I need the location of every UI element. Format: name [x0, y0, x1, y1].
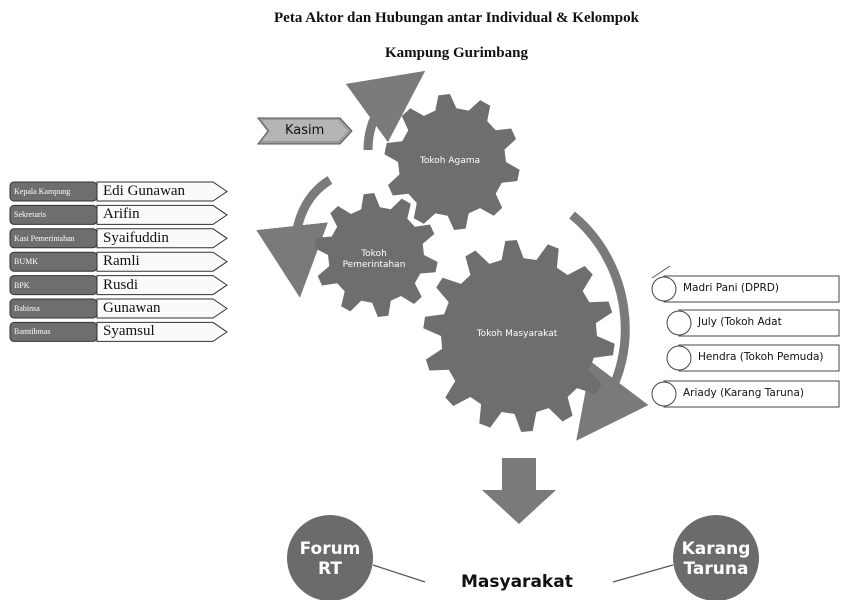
left-value-box [96, 275, 228, 296]
karang-taruna-label: Karang Taruna [681, 539, 751, 579]
right-item-box [663, 380, 840, 408]
right-item-bullet [651, 381, 677, 407]
diagram-title-line2: Kampung Gurimbang [385, 45, 528, 61]
left-value-label: Syamsul [103, 323, 155, 340]
left-value-box [96, 321, 228, 342]
kasim-label: Kasim [285, 123, 325, 138]
left-key-label: Bamtibmas [14, 327, 51, 337]
right-list-lines [651, 265, 671, 279]
gear-tokoh-pemerintahan [314, 193, 438, 317]
curve-arrow-right [569, 211, 649, 441]
right-item-box [678, 344, 840, 372]
right-item-bullet [651, 276, 677, 302]
connector-right [612, 564, 674, 583]
left-key-label: Sekretaris [14, 210, 46, 220]
right-item-bullet [666, 345, 692, 371]
right-item-box [663, 275, 840, 303]
diagram-title-line1: Peta Aktor dan Hubungan antar Individual… [274, 10, 639, 26]
masyarakat-label: Masyarakat [461, 572, 573, 592]
left-value-box [96, 204, 228, 225]
gear-masyarakat-shape [423, 240, 615, 432]
left-key-label: BUMK [14, 257, 39, 267]
left-value-label: Ramli [103, 253, 140, 270]
left-list-boxes [9, 181, 228, 342]
left-key-label: Babinsa [14, 304, 40, 313]
karang-taruna-circle [673, 515, 759, 600]
gear-agama-shape [384, 94, 520, 230]
forum-rt-label: Forum RT [299, 539, 361, 579]
left-value-label: Arifin [103, 206, 140, 223]
left-value-box [96, 228, 228, 249]
left-value-label: Edi Gunawan [103, 183, 186, 199]
left-value-label: Syaifuddin [103, 229, 169, 246]
left-key-label: BPK [14, 280, 30, 290]
gear-tokoh-agama [384, 94, 520, 230]
gear-tokoh-masyarakat [423, 240, 615, 432]
right-item-bullet [666, 310, 692, 336]
right-item-box [678, 309, 840, 337]
curve-arrow-top [345, 70, 426, 151]
kasim-chevron [256, 117, 353, 145]
left-value-box [96, 251, 228, 272]
left-value-box [96, 298, 228, 319]
forum-rt-circle [287, 515, 373, 600]
gear-pemerintahan-shape [314, 193, 438, 317]
connector-left [372, 564, 426, 583]
right-item-label: Hendra (Tokoh Pemuda) [698, 351, 824, 363]
left-key-label: Kasi Pemerintahan [14, 233, 75, 243]
right-item-label: Madri Pani (DPRD) [683, 282, 779, 294]
right-item-label: July (Tokoh Adat [698, 316, 782, 328]
right-item-label: Ariady (Karang Taruna) [683, 387, 804, 399]
gear-label-masyarakat: Tokoh Masyarakat [476, 329, 558, 339]
left-value-label: Rusdi [103, 276, 139, 293]
gear-label-pemerintahan: Tokoh Pemerintahan [342, 249, 406, 270]
curve-arrow-left [256, 176, 333, 298]
right-list-items [651, 275, 840, 408]
left-value-box [96, 181, 228, 202]
left-key-label: Kepala Kampung [14, 187, 71, 196]
left-value-label: Gunawan [103, 300, 161, 316]
down-arrow [482, 458, 556, 524]
gear-label-agama: Tokoh Agama [419, 156, 481, 166]
